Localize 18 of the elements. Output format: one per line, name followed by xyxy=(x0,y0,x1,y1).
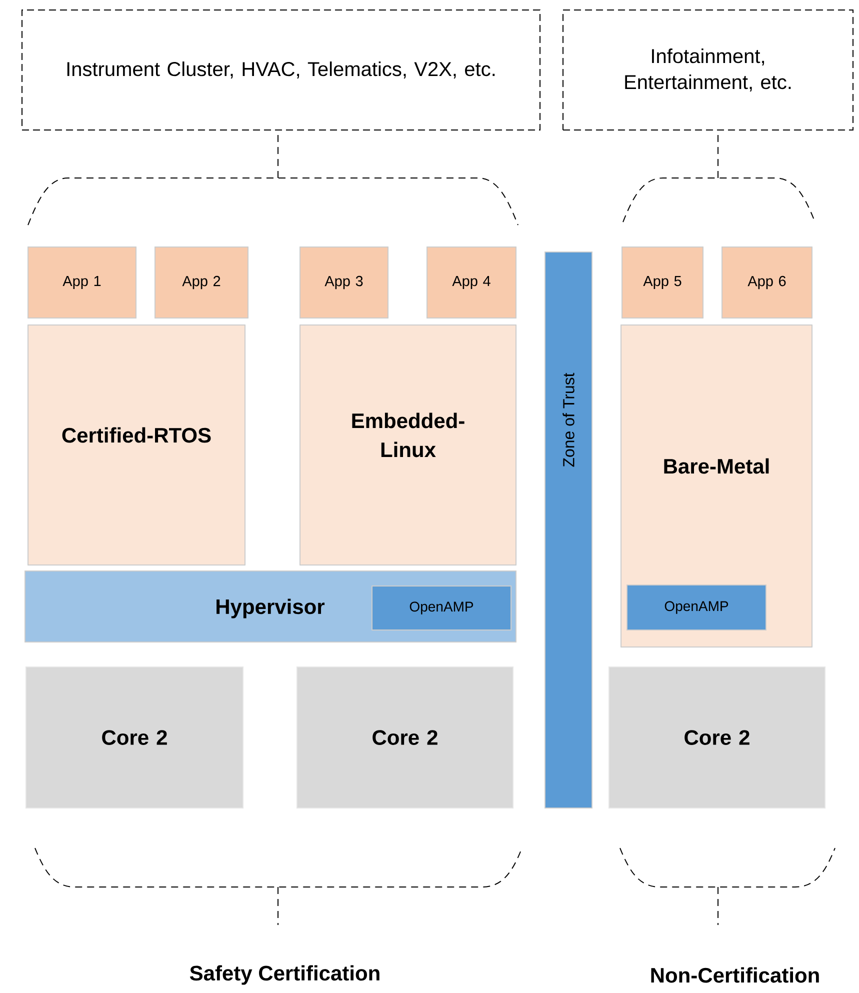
app-box: App 5 xyxy=(622,246,704,318)
core-box: Core 2 xyxy=(26,666,244,808)
openamp-box: OpenAMP xyxy=(626,584,766,630)
core-box: Core 2 xyxy=(296,666,514,808)
app-box: App 4 xyxy=(426,246,516,318)
group-label: Non-Certification xyxy=(651,967,819,983)
top-box: Infotainment, Entertainment, etc. xyxy=(562,10,854,130)
openamp-box: OpenAMP xyxy=(372,586,512,630)
os-box: Certified-RTOS xyxy=(28,324,246,566)
group-label: Safety Certification xyxy=(190,965,380,985)
app-box: App 2 xyxy=(154,246,248,318)
core-box: Core 2 xyxy=(608,666,826,808)
os-box: Embedded-Linux xyxy=(300,324,516,566)
zone-of-trust-bar: Zone of Trust xyxy=(544,252,592,808)
app-box: App 3 xyxy=(300,246,388,318)
top-box: Instrument Cluster, HVAC, Telematics, V2X, etc. xyxy=(22,10,540,130)
app-box: App 6 xyxy=(722,246,812,318)
app-box: App 1 xyxy=(28,246,136,318)
